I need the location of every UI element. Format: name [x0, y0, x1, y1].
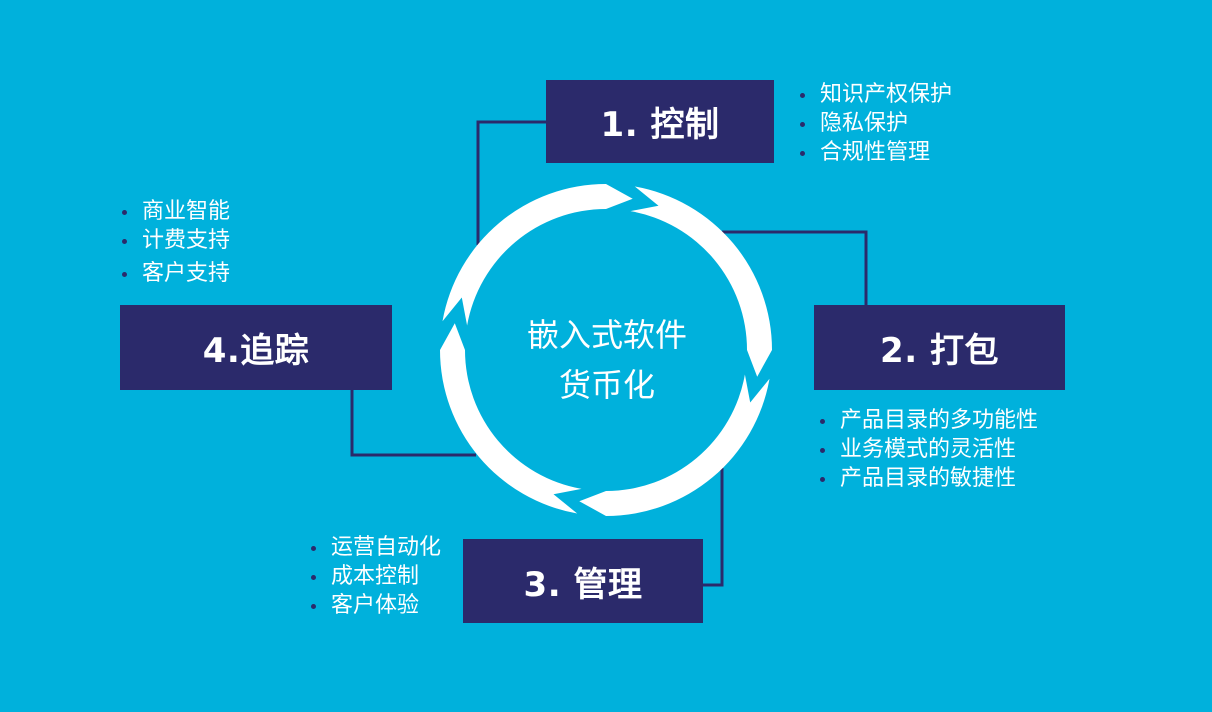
- stage-label-package: 2. 打包: [880, 331, 999, 371]
- center-title: 嵌入式软件 货币化: [492, 310, 722, 410]
- connector-manage: [703, 468, 724, 587]
- list-item: 客户支持: [122, 259, 230, 288]
- list-item: 运营自动化: [311, 533, 441, 562]
- list-item: 产品目录的敏捷性: [820, 464, 1038, 493]
- cycle-segment-3: [440, 323, 582, 514]
- stage-box-manage: 3. 管理: [463, 539, 703, 623]
- center-title-line2: 货币化: [558, 366, 655, 404]
- list-item: 隐私保护: [800, 109, 952, 138]
- list-item: 成本控制: [311, 562, 441, 591]
- connector-control: [476, 120, 546, 245]
- list-item: 业务模式的灵活性: [820, 435, 1038, 464]
- bullet-list-manage: 运营自动化 成本控制 客户体验: [311, 533, 441, 620]
- list-item: 知识产权保护: [800, 80, 952, 109]
- stage-box-package: 2. 打包: [814, 305, 1065, 390]
- center-title-line1: 嵌入式软件: [526, 316, 687, 354]
- connector-lines: [350, 120, 868, 587]
- stage-box-control: 1. 控制: [546, 80, 774, 163]
- cycle-segment-4: [442, 183, 633, 326]
- cycle-segment-2: [579, 374, 770, 516]
- bullet-list-track: 商业智能 计费支持 客户支持: [122, 197, 230, 288]
- list-item: 商业智能: [122, 197, 230, 226]
- bullet-list-control: 知识产权保护 隐私保护 合规性管理: [800, 80, 952, 167]
- bullet-list-package: 产品目录的多功能性 业务模式的灵活性 产品目录的敏捷性: [820, 406, 1038, 493]
- stage-label-track: 4.追踪: [202, 331, 310, 371]
- connector-package: [722, 230, 868, 305]
- list-item: 产品目录的多功能性: [820, 406, 1038, 435]
- connector-track: [350, 390, 476, 457]
- stage-label-manage: 3. 管理: [523, 564, 643, 605]
- stage-box-track: 4.追踪: [120, 305, 392, 390]
- list-item: 客户体验: [311, 591, 441, 620]
- list-item: 计费支持: [122, 226, 230, 255]
- cycle-segment-1: [630, 186, 772, 377]
- stage-label-control: 1. 控制: [600, 105, 720, 145]
- cycle-arrow-ring: [440, 183, 772, 516]
- list-item: 合规性管理: [800, 138, 952, 167]
